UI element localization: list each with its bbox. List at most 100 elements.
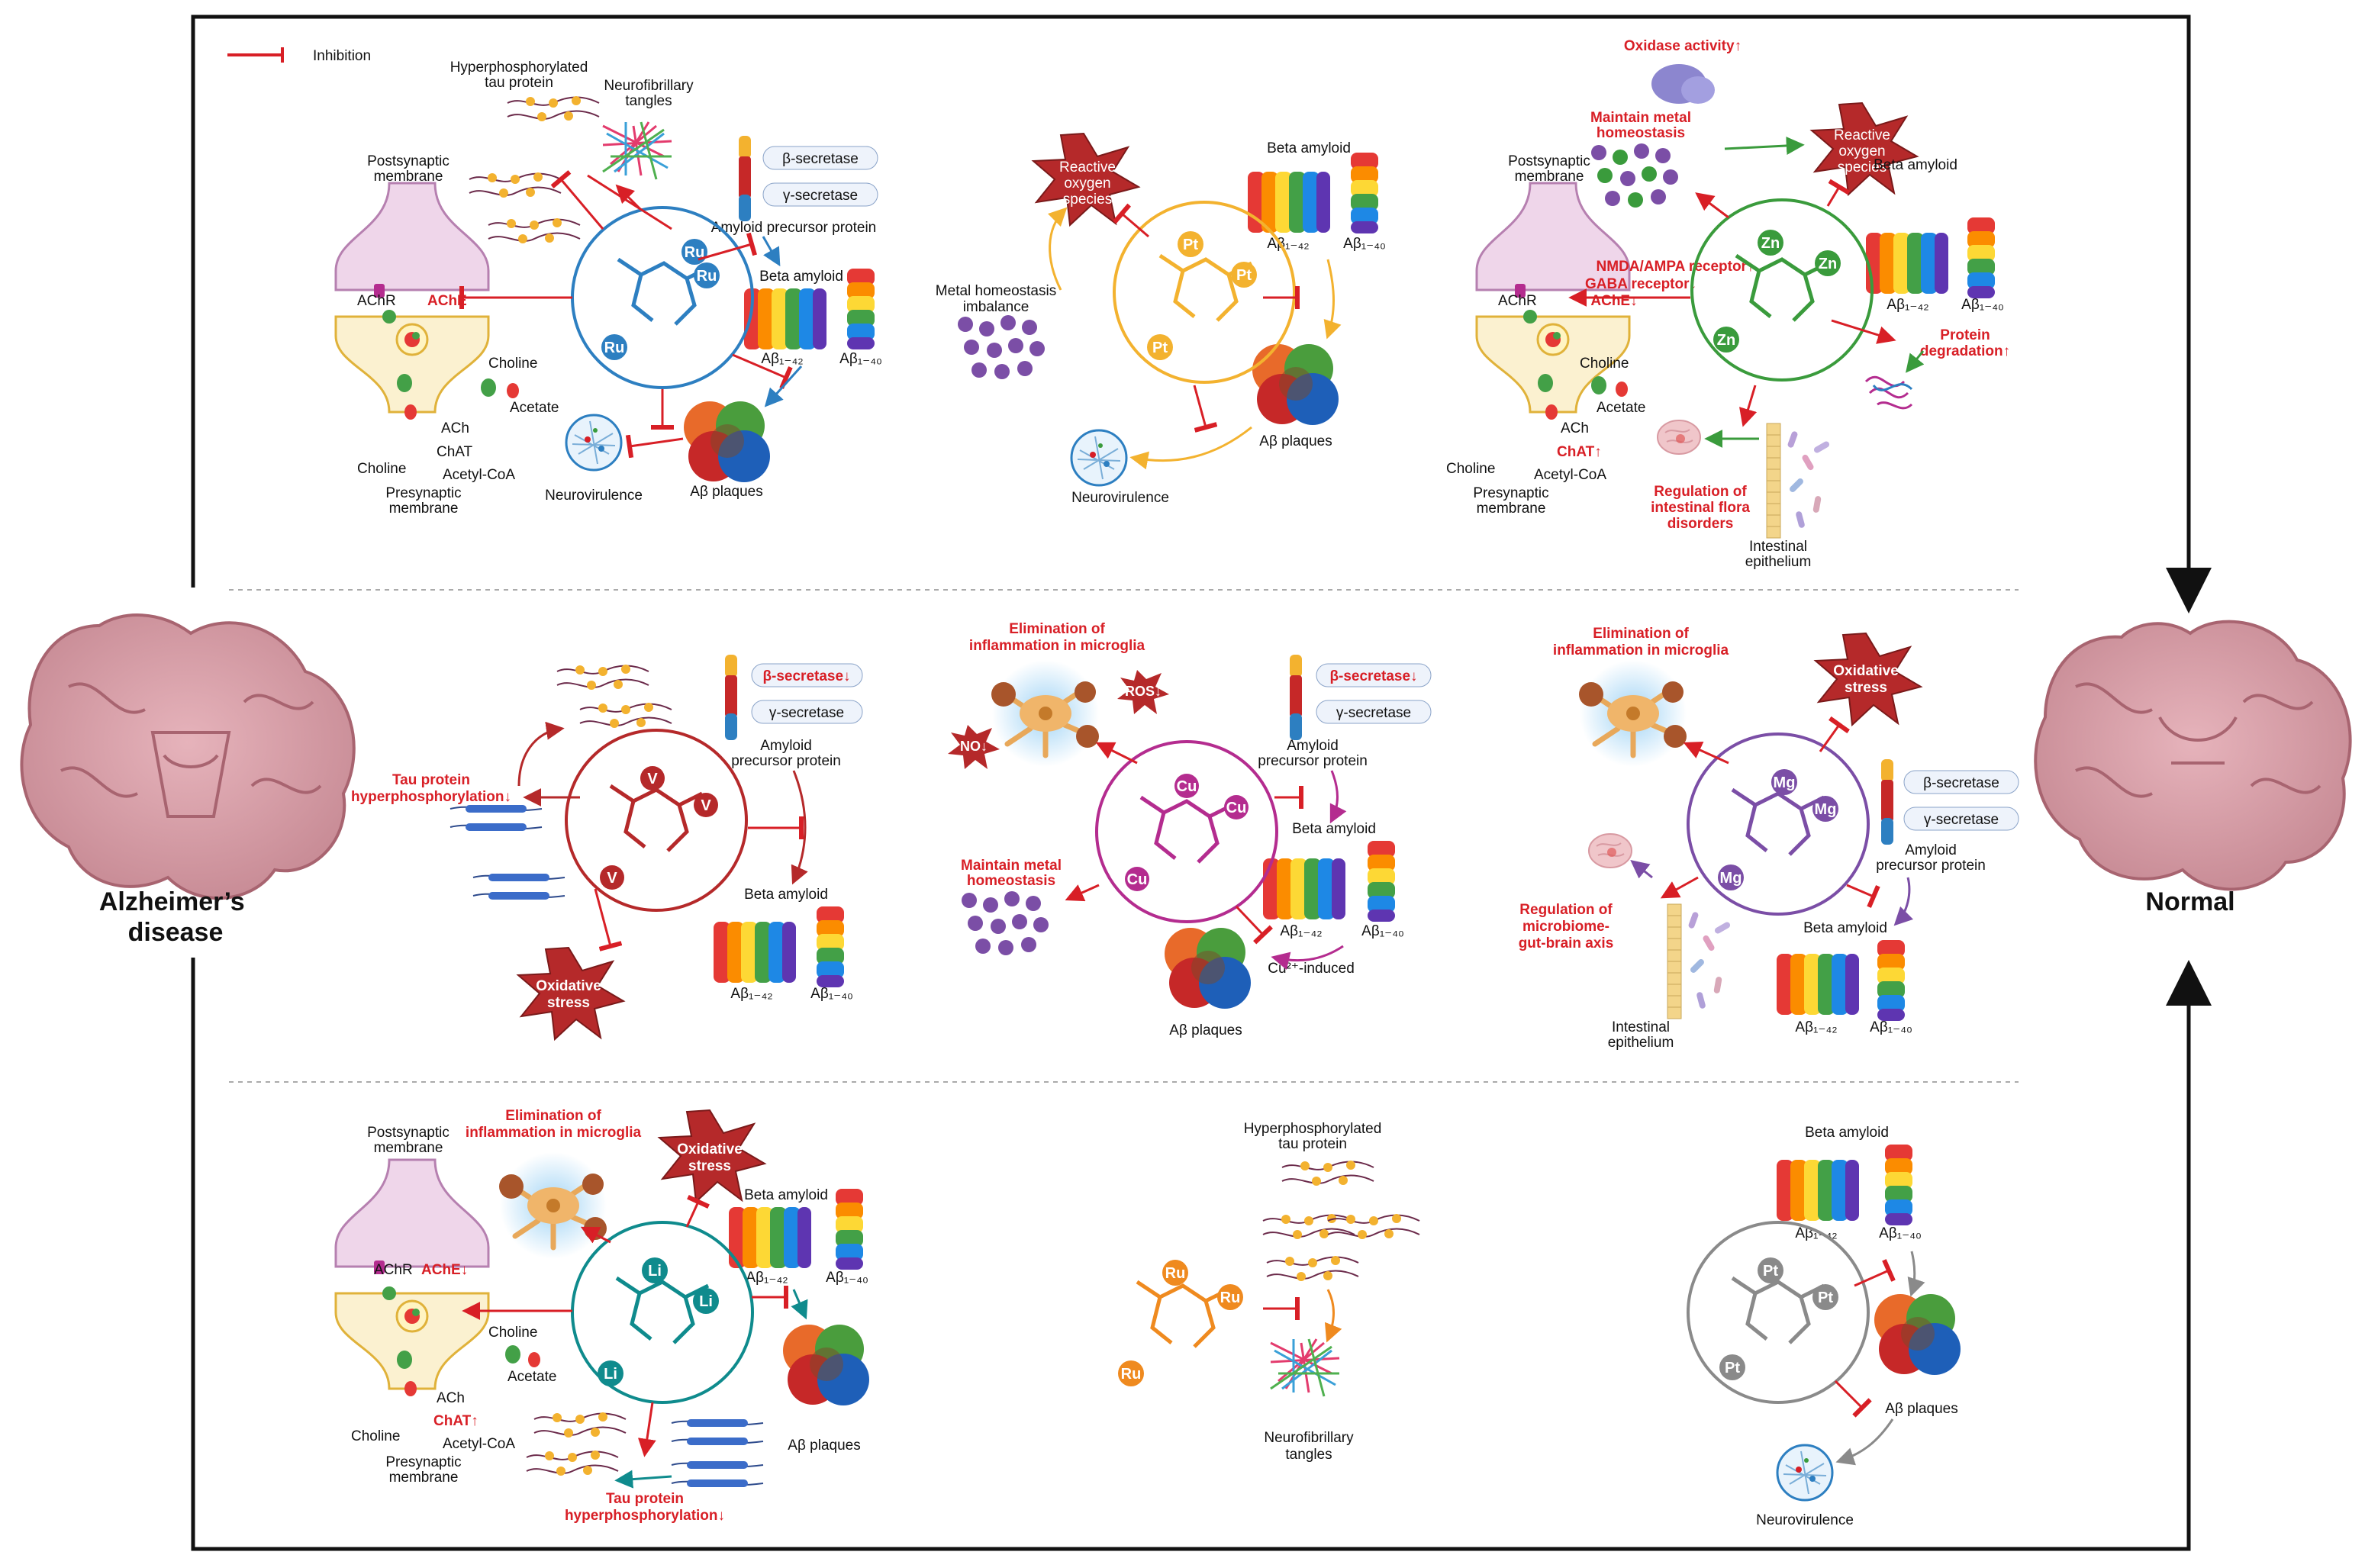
cu-ros-down-label: ROS↓ bbox=[1125, 684, 1162, 699]
li-ach-label: ACh bbox=[437, 1390, 465, 1406]
ru-acetate-label: Acetate bbox=[510, 400, 559, 416]
pt2-metal-3: Pt bbox=[1725, 1360, 1740, 1376]
mg-metal-3: Mg bbox=[1720, 870, 1742, 887]
pt2-complex-circle bbox=[1687, 1221, 1870, 1404]
v-beta-secretase: β-secretase↓ bbox=[762, 668, 850, 684]
pt-beta-amyloid-label: Beta amyloid bbox=[1267, 140, 1351, 156]
ru-ache-label: AChE bbox=[427, 293, 467, 309]
normal-brain-image bbox=[2034, 620, 2352, 891]
zn-beta-amyloid-label: Beta amyloid bbox=[1874, 157, 1957, 173]
pt2-plaques-label: Aβ plaques bbox=[1885, 1401, 1957, 1417]
ru-beta-amyloid-label: Beta amyloid bbox=[759, 269, 843, 285]
v-ab42-label: Aβ₁₋₄₂ bbox=[730, 986, 772, 1002]
li-metal-3: Li bbox=[604, 1366, 617, 1383]
zn-chat-label: ChAT↑ bbox=[1557, 444, 1602, 460]
ru-ach-label: ACh bbox=[441, 420, 469, 436]
li-ab40-label: Aβ₁₋₄₀ bbox=[826, 1270, 868, 1286]
zn-achr-label: AChR bbox=[1498, 293, 1537, 309]
li-choline2-label: Choline bbox=[351, 1428, 400, 1444]
ru2-metal-3: Ru bbox=[1121, 1366, 1142, 1383]
zn-ab40-label: Aβ₁₋₄₀ bbox=[1961, 297, 2004, 313]
li-plaques-label: Aβ plaques bbox=[788, 1438, 860, 1454]
ru-choline-label: Choline bbox=[488, 356, 537, 372]
zn-ache-label: AChE↓ bbox=[1590, 293, 1637, 309]
li-ab42-label: Aβ₁₋₄₂ bbox=[746, 1270, 788, 1286]
ru-beta-secretase: β-secretase bbox=[782, 151, 859, 167]
zn-choline-label: Choline bbox=[1580, 356, 1629, 372]
pt-complex-circle bbox=[1113, 201, 1296, 384]
v-metal-2: V bbox=[701, 797, 711, 814]
zn-metal-3: Zn bbox=[1717, 332, 1735, 349]
normal-label: Normal bbox=[2145, 887, 2235, 916]
v-complex-circle bbox=[565, 729, 748, 912]
li-beta-amyloid-label: Beta amyloid bbox=[744, 1187, 828, 1203]
ru2-metal-1: Ru bbox=[1165, 1265, 1186, 1282]
zn-ach-label: ACh bbox=[1561, 420, 1589, 436]
li-chat-label: ChAT↑ bbox=[433, 1413, 478, 1429]
ru2-metal-2: Ru bbox=[1220, 1289, 1241, 1306]
inhibition-legend: Inhibition bbox=[227, 47, 371, 64]
v-metal-3: V bbox=[607, 870, 617, 887]
li-metal-1: Li bbox=[648, 1263, 662, 1280]
mg-beta-secretase: β-secretase bbox=[1923, 775, 1999, 791]
cu-plaques-label: Aβ plaques bbox=[1169, 1022, 1242, 1038]
zn-metal-1: Zn bbox=[1761, 235, 1780, 252]
pt2-beta-amyloid-label: Beta amyloid bbox=[1805, 1125, 1889, 1141]
v-gamma-secretase: γ-secretase bbox=[769, 705, 844, 721]
cu-ab40-label: Aβ₁₋₄₀ bbox=[1361, 923, 1404, 939]
ru-achr-label: AChR bbox=[357, 293, 396, 309]
mg-beta-amyloid-label: Beta amyloid bbox=[1803, 920, 1887, 936]
ru-metal-3: Ru bbox=[604, 340, 625, 356]
zn-oxidase-label: Oxidase activity↑ bbox=[1624, 38, 1742, 54]
pt-ab42-label: Aβ₁₋₄₂ bbox=[1267, 236, 1309, 252]
ru-metal-2: Ru bbox=[697, 268, 717, 285]
zn-nmda-label: NMDA/AMPA receptor↑ bbox=[1597, 259, 1754, 275]
v-beta-amyloid-label: Beta amyloid bbox=[744, 887, 828, 903]
zn-metal-2: Zn bbox=[1819, 256, 1837, 272]
pt-metal-3: Pt bbox=[1152, 340, 1168, 356]
cu-ab42-label: Aβ₁₋₄₂ bbox=[1280, 923, 1322, 939]
zn-ab42-label: Aβ₁₋₄₂ bbox=[1887, 297, 1928, 313]
pt-plaques-label: Aβ plaques bbox=[1259, 433, 1332, 449]
v-ab40-label: Aβ₁₋₄₀ bbox=[810, 986, 853, 1002]
mg-gamma-secretase: γ-secretase bbox=[1924, 812, 1999, 828]
zn-acetate-label: Acetate bbox=[1597, 400, 1645, 416]
cu-gamma-secretase: γ-secretase bbox=[1336, 705, 1411, 721]
alzheimers-label: Alzheimer’s disease bbox=[99, 887, 252, 947]
li-metal-2: Li bbox=[699, 1293, 713, 1310]
zn-acetyl-coa-label: Acetyl-CoA bbox=[1534, 467, 1606, 483]
zn-gaba-label: GABA receptor↓ bbox=[1585, 276, 1696, 292]
mg-ab40-label: Aβ₁₋₄₀ bbox=[1870, 1019, 1912, 1035]
li-acetate-label: Acetate bbox=[507, 1369, 556, 1385]
ru-gamma-secretase: γ-secretase bbox=[783, 188, 858, 204]
zn-complex-circle bbox=[1690, 198, 1874, 382]
